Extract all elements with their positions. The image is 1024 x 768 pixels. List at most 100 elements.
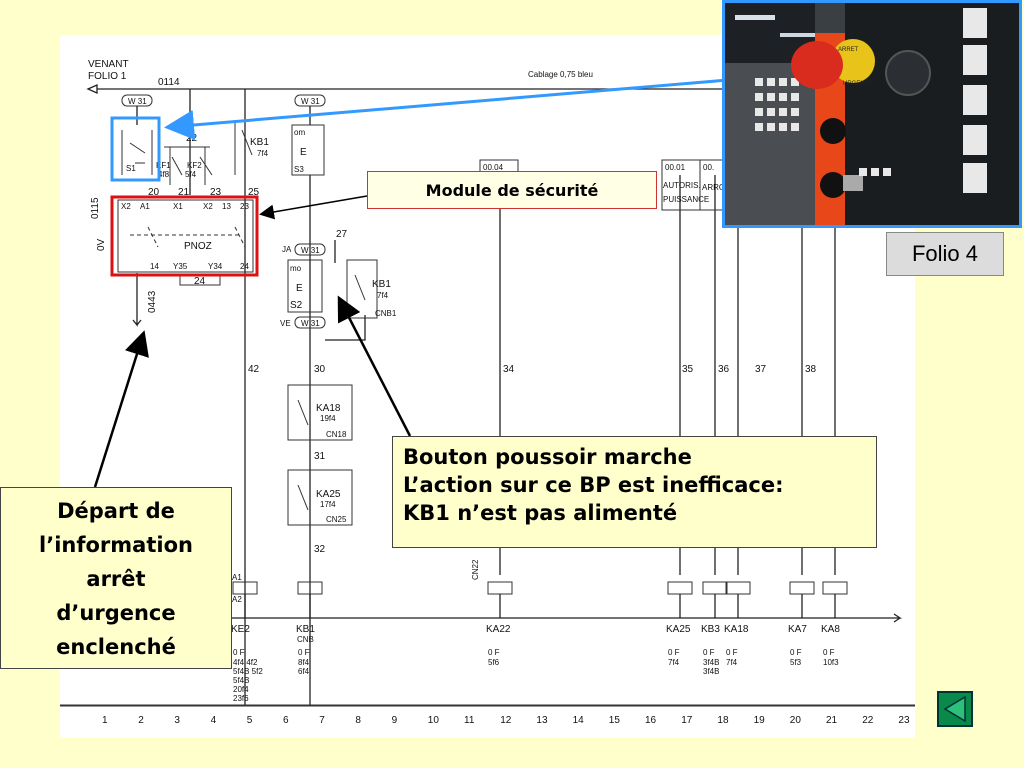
svg-text:S3: S3 — [294, 165, 304, 174]
wire-0114-label: 0114 — [158, 77, 180, 88]
folio-badge: Folio 4 — [886, 232, 1004, 276]
depart-arrow — [93, 330, 149, 488]
column-number: 2 — [138, 715, 144, 726]
module-arrow — [259, 195, 368, 220]
coil-name: KE2 — [231, 624, 250, 635]
emergency-stop-photo: ARRET URGENCE — [722, 0, 1022, 228]
s1-highlight-box — [110, 116, 161, 182]
column-number: 1 — [102, 715, 108, 726]
svg-text:17f4: 17f4 — [320, 500, 336, 509]
coil-ref: 10f3 — [823, 658, 839, 667]
svg-text:PNOZ: PNOZ — [184, 241, 212, 252]
coil-of-label: 0 F — [703, 648, 715, 657]
photo-drawing: ARRET URGENCE — [725, 3, 1019, 225]
coil-ref: 8f4 — [298, 658, 310, 667]
coil-name: KA18 — [724, 624, 749, 635]
column-number: 18 — [717, 715, 729, 726]
blue-arrow — [164, 78, 729, 140]
svg-text:KB1: KB1 — [372, 279, 391, 290]
wire-36: 36 — [718, 364, 730, 375]
callout-depart-line-2: l’information — [39, 533, 193, 557]
coil-ref: 3f4B — [703, 658, 719, 667]
svg-text:KA25: KA25 — [316, 489, 341, 500]
wire-42: 42 — [248, 364, 260, 375]
column-number: 12 — [500, 715, 512, 726]
svg-text:X1: X1 — [173, 202, 183, 211]
column-number: 17 — [681, 715, 693, 726]
coil-name: KA8 — [821, 624, 840, 635]
coil-of-label: 0 F — [823, 648, 835, 657]
callout-bouton-poussoir: Bouton poussoir marche L’action sur ce B… — [392, 436, 877, 548]
svg-text:KF1: KF1 — [156, 161, 171, 170]
column-number: 13 — [536, 715, 548, 726]
column-number: 20 — [790, 715, 802, 726]
column-number: 11 — [464, 715, 475, 726]
column-number: 7 — [319, 715, 325, 726]
column-number: 5 — [247, 715, 253, 726]
wire-21: 21 — [178, 187, 190, 198]
wire-23: 23 — [210, 187, 222, 198]
svg-text:X2: X2 — [121, 202, 131, 211]
wire-35: 35 — [682, 364, 694, 375]
svg-text:S2: S2 — [290, 300, 303, 311]
callout-depart-line-1: Départ de — [57, 499, 175, 523]
svg-text:S1: S1 — [126, 164, 136, 173]
svg-text:W 31: W 31 — [301, 246, 320, 255]
coil-ref: 4f4 4f2 — [233, 658, 258, 667]
column-number: 3 — [174, 715, 180, 726]
coil-ref: 5f4B — [233, 676, 249, 685]
svg-text:W 31: W 31 — [301, 319, 320, 328]
column-number: 9 — [392, 715, 398, 726]
column-number: 4 — [211, 715, 217, 726]
svg-text:5f4: 5f4 — [185, 170, 197, 179]
coil-of-label: 0 F — [668, 648, 680, 657]
svg-text:19f4: 19f4 — [320, 414, 336, 423]
nav-back-button[interactable] — [937, 691, 973, 727]
svg-text:7f4: 7f4 — [377, 291, 389, 300]
svg-text:CN25: CN25 — [326, 515, 347, 524]
svg-text:24: 24 — [240, 262, 249, 271]
svg-text:CNB1: CNB1 — [375, 309, 397, 318]
wire-31: 31 — [314, 451, 326, 462]
coil-ref: 3f4B — [703, 667, 719, 676]
conductor-ja-w31: W 31 — [294, 243, 326, 256]
callout-bp-line-3: KB1 n’est pas alimenté — [403, 501, 678, 525]
coil-ref: 7f4 — [668, 658, 680, 667]
wire-27: 27 — [336, 229, 348, 240]
svg-text:ARROS: ARROS — [702, 183, 730, 192]
contact-ka25: KA25 17f4 CN25 — [287, 469, 353, 526]
coil-name: KB3 — [701, 624, 720, 635]
svg-text:W 31: W 31 — [128, 97, 147, 106]
coil-a1-label: A1 — [232, 573, 242, 582]
column-ruler-line — [60, 704, 915, 707]
svg-text:E: E — [300, 147, 307, 158]
wire-37: 37 — [755, 364, 767, 375]
ve-label: VE — [280, 319, 291, 328]
conductor-ve-w31: W 31 — [294, 316, 326, 329]
pushbutton-s3: om E S3 — [291, 124, 325, 176]
coil-ref: 23f6 — [233, 694, 249, 703]
cablage-note: Cablage 0,75 bleu — [528, 70, 593, 79]
column-number: 10 — [428, 715, 440, 726]
pnoz-highlight-box — [110, 195, 259, 277]
svg-text:X2: X2 — [203, 202, 213, 211]
coil-name: KB1 — [296, 624, 315, 635]
coil-name: KA22 — [486, 624, 511, 635]
coil-name: KA7 — [788, 624, 807, 635]
coil-of-label: 0 F — [790, 648, 802, 657]
svg-text:CN18: CN18 — [326, 430, 347, 439]
cnb-label: CNB — [297, 635, 314, 644]
coil-name: KA25 — [666, 624, 691, 635]
contact-kb1-top: KB1 7f4 — [234, 120, 269, 175]
coil-of-label: 0 F — [233, 648, 245, 657]
coil-of-label: 0 F — [726, 648, 738, 657]
wire-0v: 0V — [96, 238, 107, 251]
folio-label: FOLIO 1 — [88, 71, 127, 82]
